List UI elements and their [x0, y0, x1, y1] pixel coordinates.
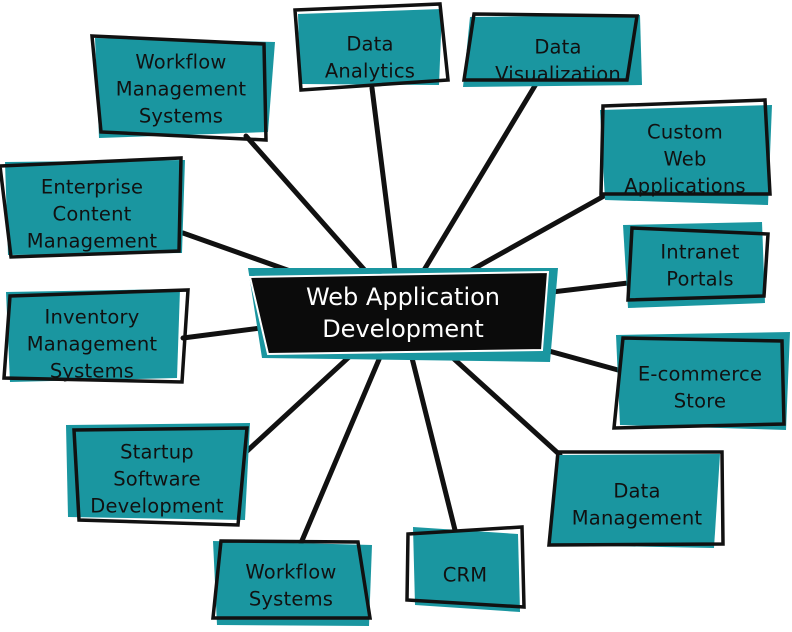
node-frame [293, 2, 450, 92]
node-label-line: Visualization [495, 63, 621, 86]
node-label-line: Management [572, 507, 703, 530]
node-fill [623, 222, 765, 308]
node-label-line: Data [613, 480, 660, 503]
hub-title-line: Development [322, 315, 484, 343]
node-label-line: Applications [624, 175, 746, 198]
node-frame [211, 539, 373, 620]
node-label-line: Data [534, 36, 581, 59]
node-label-line: Workflow [245, 561, 336, 584]
node-label-line: Software [113, 468, 201, 491]
node-fill [298, 9, 442, 85]
node-label: CRM [443, 564, 488, 587]
node-label-line: CRM [443, 564, 488, 587]
node-frame [0, 156, 183, 259]
node-label-line: E-commerce [638, 363, 762, 386]
node-frame [547, 450, 725, 547]
node-frame [461, 12, 640, 82]
node-fill [66, 423, 250, 520]
hub-panel [248, 270, 550, 356]
node-label-line: Management [116, 78, 247, 101]
node-label-line: Systems [50, 360, 134, 383]
node-label-line: Custom [647, 121, 723, 144]
node-label-line: Inventory [45, 306, 140, 329]
node-label-line: Systems [139, 105, 223, 128]
node-label-line: Intranet [660, 241, 739, 264]
node-label-line: Portals [666, 268, 734, 291]
node-frame [612, 336, 786, 430]
node-frame [2, 288, 190, 384]
node-fill [5, 160, 185, 255]
node-label-line: Data [346, 33, 393, 56]
node-frame [90, 34, 268, 142]
node-fill [616, 332, 790, 430]
node-label-line: Analytics [325, 60, 415, 83]
node-fill [95, 38, 275, 138]
node-crm: CRM [405, 525, 526, 612]
node-label-line: Systems [249, 588, 333, 611]
node-frame [599, 98, 772, 196]
node-fill [213, 541, 372, 626]
hub-title-line: Web Application [306, 283, 500, 311]
node-label-line: Management [27, 333, 158, 356]
node-fill [463, 15, 642, 87]
node-fill [550, 454, 720, 548]
node-frame [405, 525, 526, 609]
node-label-line: Management [27, 230, 158, 253]
node-frame [72, 426, 249, 527]
node-label-line: Startup [120, 441, 194, 464]
node-frame [626, 226, 770, 302]
node-fill [600, 105, 772, 205]
node-fill [6, 289, 180, 382]
node-label-line: Workflow [135, 51, 226, 74]
node-label-line: Store [674, 390, 727, 413]
node-label-line: Development [90, 495, 224, 518]
node-label-line: Enterprise [41, 176, 143, 199]
node-label-line: Web [663, 148, 706, 171]
node-fill [413, 527, 520, 612]
node-label-line: Content [53, 203, 132, 226]
